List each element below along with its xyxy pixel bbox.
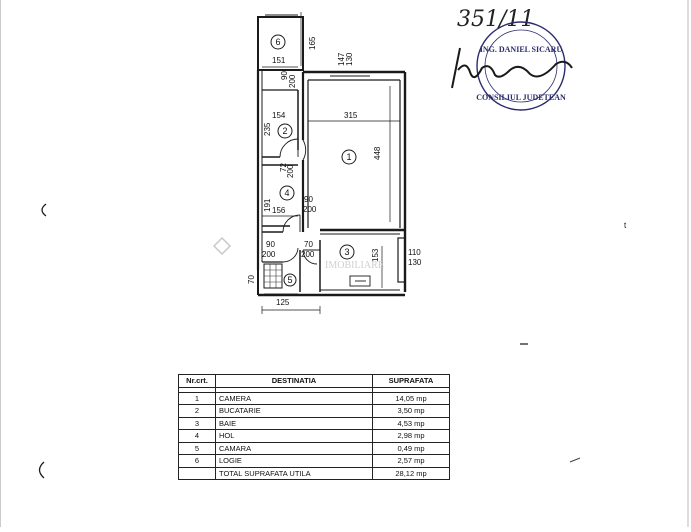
row-6-surface: 2,57 mp (372, 454, 450, 468)
dim-235: 235 (263, 122, 272, 136)
watermark-text: IMOBILIARE (325, 260, 384, 271)
dim-200-e: 200 (301, 250, 315, 259)
dim-110: 110 (408, 248, 421, 257)
row-1-surface: 14,05 mp (372, 391, 450, 405)
handwritten-file-number: 351/11 (457, 7, 534, 32)
dim-147: 147 (337, 52, 346, 66)
signature (451, 47, 573, 89)
room-number-5: 5 (287, 275, 292, 285)
dim-72: 72 (279, 163, 288, 172)
room-markers: 6 1 2 4 3 5 (270, 34, 357, 287)
room-marker-4: 4 (279, 185, 295, 201)
row-6-destination: LOGIE (215, 454, 373, 468)
door-swing-bath (302, 249, 318, 265)
edge-mark: t (624, 221, 627, 230)
stamp-ring-text: CONSILIUL JUDETEAN (476, 93, 566, 102)
door-swing-storage (282, 247, 299, 263)
engineer-stamp: ING. DANIEL SICARU CONSILIUL JUDETEAN (476, 21, 566, 111)
room-number-2: 2 (282, 126, 287, 136)
dim-125: 125 (276, 298, 290, 307)
dim-200-b: 200 (286, 164, 295, 178)
dim-200-d: 200 (262, 250, 276, 259)
table-row: 5 CAMARA 0,49 mp (178, 441, 450, 455)
bath-sink (349, 275, 371, 287)
header-nr: Nr.crt. (178, 374, 216, 388)
surface-table: Nr.crt. DESTINATIA SUPRAFATA 1 CAMERA 14… (178, 374, 450, 480)
punch-mark-top (41, 203, 47, 217)
table-header-row: Nr.crt. DESTINATIA SUPRAFATA (178, 374, 450, 388)
row-1-nr: 1 (178, 391, 216, 405)
row-6-nr: 6 (178, 454, 216, 468)
dim-156: 156 (272, 206, 286, 215)
punch-mark-bottom (38, 461, 45, 479)
room-marker-2: 2 (277, 123, 293, 139)
dim-191: 191 (263, 198, 272, 212)
dim-130-top: 130 (345, 52, 354, 66)
dim-90-c: 90 (266, 240, 275, 249)
row-4-destination: HOL (215, 429, 373, 443)
row-1-destination: CAMERA (215, 391, 373, 405)
dimension-labels: 151 165 147 130 90 200 315 154 235 448 7… (247, 36, 422, 307)
stamp-engineer-name: ING. DANIEL SICARU (480, 45, 563, 54)
row-5-nr: 5 (178, 441, 216, 455)
dim-70-a: 70 (304, 240, 313, 249)
row-3-surface: 4,53 mp (372, 416, 450, 430)
door-swing-kitchen (279, 138, 299, 158)
table-row: 1 CAMERA 14,05 mp (178, 391, 450, 405)
row-2-destination: BUCATARIE (215, 404, 373, 418)
dim-200-a: 200 (288, 74, 297, 88)
dim-90-a: 90 (280, 71, 289, 80)
table-spacer (178, 387, 450, 392)
storage-hatch (264, 264, 282, 288)
row-3-destination: BAIE (215, 416, 373, 430)
table-row: 6 LOGIE 2,57 mp (178, 454, 450, 468)
row-5-surface: 0,49 mp (372, 441, 450, 455)
row-2-nr: 2 (178, 404, 216, 418)
room-marker-6: 6 (270, 34, 286, 50)
table-row: 2 BUCATARIE 3,50 mp (178, 404, 450, 418)
row-5-destination: CAMARA (215, 441, 373, 455)
header-surface: SUPRAFATA (372, 374, 450, 388)
door-swing-hall (282, 214, 301, 233)
walls (256, 14, 407, 297)
row-3-nr: 3 (178, 416, 216, 430)
table-row: 3 BAIE 4,53 mp (178, 416, 450, 430)
door-swings (279, 138, 320, 265)
room-number-6: 6 (275, 37, 280, 47)
dimension-lines (261, 12, 400, 314)
row-4-nr: 4 (178, 429, 216, 443)
room-number-1: 1 (346, 152, 351, 162)
dim-315: 315 (344, 111, 358, 120)
room-marker-5: 5 (283, 273, 297, 287)
watermark-logo (212, 236, 232, 256)
total-value: 28,12 mp (372, 466, 450, 480)
table-total-row: TOTAL SUPRAFATA UTILA 28,12 mp (178, 466, 450, 480)
dim-165: 165 (308, 36, 317, 50)
dim-153: 153 (371, 248, 380, 262)
dim-448: 448 (373, 146, 382, 160)
dim-90-b: 90 (304, 195, 313, 204)
dim-151: 151 (272, 56, 286, 65)
dim-130-bath: 130 (408, 258, 422, 267)
row-4-surface: 2,98 mp (372, 429, 450, 443)
total-label: TOTAL SUPRAFATA UTILA (215, 466, 373, 480)
bath-fixtures (349, 275, 371, 287)
table-row: 4 HOL 2,98 mp (178, 429, 450, 443)
dim-200-c: 200 (303, 205, 317, 214)
dim-70-b: 70 (247, 275, 256, 284)
row-2-surface: 3,50 mp (372, 404, 450, 418)
room-6-walls (257, 16, 304, 71)
total-nr-empty (178, 466, 216, 480)
header-destination: DESTINATIA (215, 374, 373, 388)
door-swing-room (302, 139, 307, 161)
room-number-3: 3 (344, 247, 349, 257)
room-number-4: 4 (284, 188, 289, 198)
stray-mark-2 (569, 457, 581, 463)
dim-154: 154 (272, 111, 286, 120)
room-marker-3: 3 (339, 244, 355, 260)
room-marker-1: 1 (341, 149, 357, 165)
